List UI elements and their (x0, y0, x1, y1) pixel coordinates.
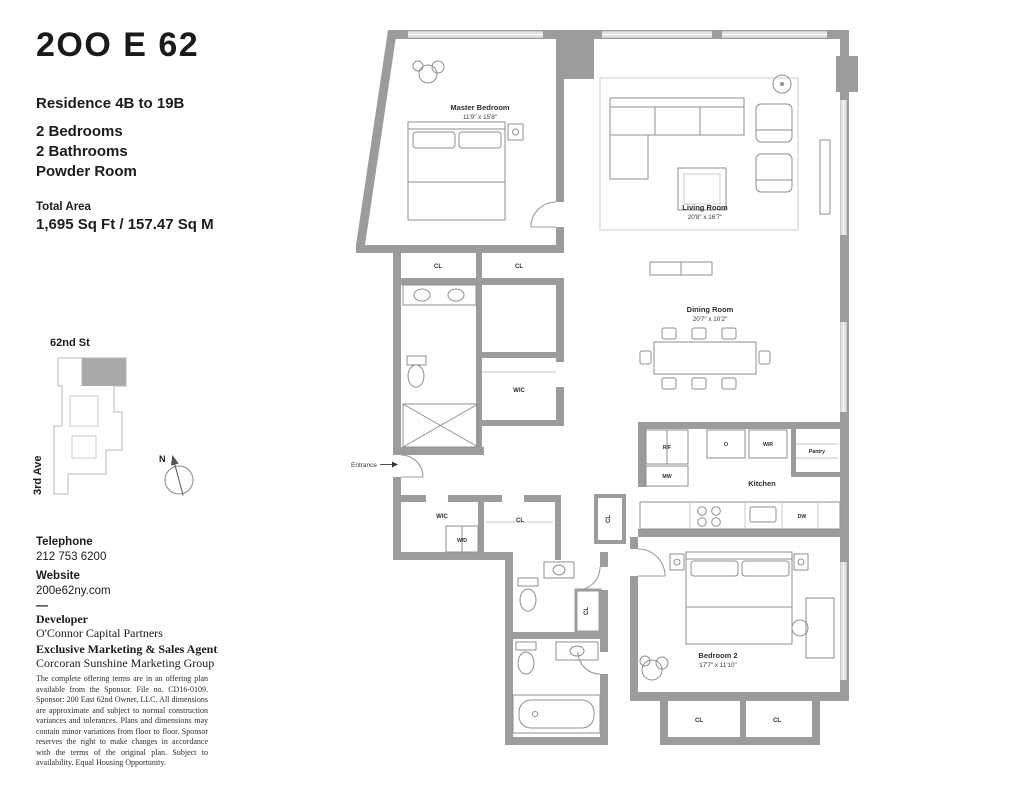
oven-label: O (724, 442, 728, 448)
living-room-label: Living Room (682, 203, 728, 212)
master-bedroom-label: Master Bedroom (450, 103, 510, 112)
master-bedroom-dim: 11'9" x 15'8" (463, 114, 497, 121)
bedroom2-label: Bedroom 2 (698, 651, 737, 660)
feature-bedrooms: 2 Bedrooms (36, 123, 123, 140)
bedroom2-bed (669, 551, 809, 645)
living-room-dim: 20'8" x 16'7" (688, 214, 723, 221)
living-room-furniture (599, 74, 831, 276)
street-label: 62nd St (50, 337, 90, 349)
master-plant-icon (412, 60, 445, 84)
master-bath-fixtures (402, 284, 479, 448)
entrance-label: Entrance (351, 462, 377, 469)
north-label: N (159, 454, 166, 464)
dining-room-dim: 20'7" x 10'2" (693, 316, 728, 323)
doors (400, 201, 666, 675)
website-value: 200e62ny.com (36, 585, 111, 597)
microwave-label: MW (662, 474, 671, 480)
floor-plan: Entrance (351, 30, 858, 745)
brand-logo: 2OO E 62 (36, 26, 200, 64)
dishwasher-label: DW (798, 514, 807, 520)
telephone-label: Telephone (36, 536, 93, 548)
closet-label-4: CL (606, 515, 612, 523)
kitchen-fixtures (639, 429, 841, 530)
closet-label-3: CL (516, 518, 524, 524)
washer-dryer-label: W/D (457, 538, 467, 544)
bedroom2-plant-icon (639, 655, 669, 681)
wic-entry-label: WIC (436, 514, 448, 520)
developer-value: O'Connor Capital Partners (36, 626, 163, 640)
closet-label-1: CL (434, 264, 442, 270)
entrance-arrowhead-icon (392, 461, 398, 468)
bedroom2-desk (791, 597, 835, 659)
telephone-value: 212 753 6200 (36, 551, 107, 563)
laundry-closets (445, 494, 626, 634)
bedroom2-dim: 17'7" x 11'10" (699, 662, 737, 669)
website-label: Website (36, 570, 80, 582)
key-map (53, 357, 127, 495)
windows (408, 31, 847, 680)
avenue-label: 3rd Ave (32, 455, 44, 495)
wine-fridge-label: W/R (763, 442, 773, 448)
kitchen-label: Kitchen (748, 479, 776, 488)
closet-label-7: CL (773, 718, 781, 724)
master-bed (407, 121, 524, 221)
powder-room-fixtures (517, 561, 575, 612)
residence-range: Residence 4B to 19B (36, 95, 185, 112)
compass-circle (164, 465, 194, 495)
compass-needle-icon (170, 454, 184, 496)
dining-room-label: Dining Room (687, 305, 734, 314)
divider-dash: — (36, 598, 48, 612)
total-area-label: Total Area (36, 201, 91, 213)
compass: N (159, 454, 194, 496)
closet-label-6: CL (695, 718, 703, 724)
key-map-detail-2 (71, 435, 97, 459)
entrance-callout: Entrance (351, 461, 398, 469)
legal-disclaimer: The complete offering terms are in an of… (36, 674, 208, 768)
total-area-value: 1,695 Sq Ft / 157.47 Sq M (36, 216, 214, 233)
unit-features: 2 Bedrooms 2 Bathrooms Powder Room (36, 122, 137, 182)
closet-label-2: CL (515, 264, 523, 270)
agent-value: Corcoran Sunshine Marketing Group (36, 656, 215, 670)
bathroom2-fixtures (512, 641, 601, 734)
pantry-label: Pantry (809, 449, 825, 455)
feature-bathrooms: 2 Bathrooms (36, 143, 128, 160)
developer-label: Developer (36, 612, 88, 626)
key-map-footprint (53, 357, 127, 495)
dining-furniture (639, 327, 771, 390)
closet-label-5: CL (584, 607, 590, 615)
fridge-label: R/F (663, 445, 671, 451)
agent-label: Exclusive Marketing & Sales Agent (36, 642, 218, 656)
feature-powder-room: Powder Room (36, 163, 137, 180)
key-map-detail-1 (69, 395, 99, 427)
key-map-highlight-unit (82, 358, 126, 386)
wic-master-label: WIC (513, 388, 525, 394)
